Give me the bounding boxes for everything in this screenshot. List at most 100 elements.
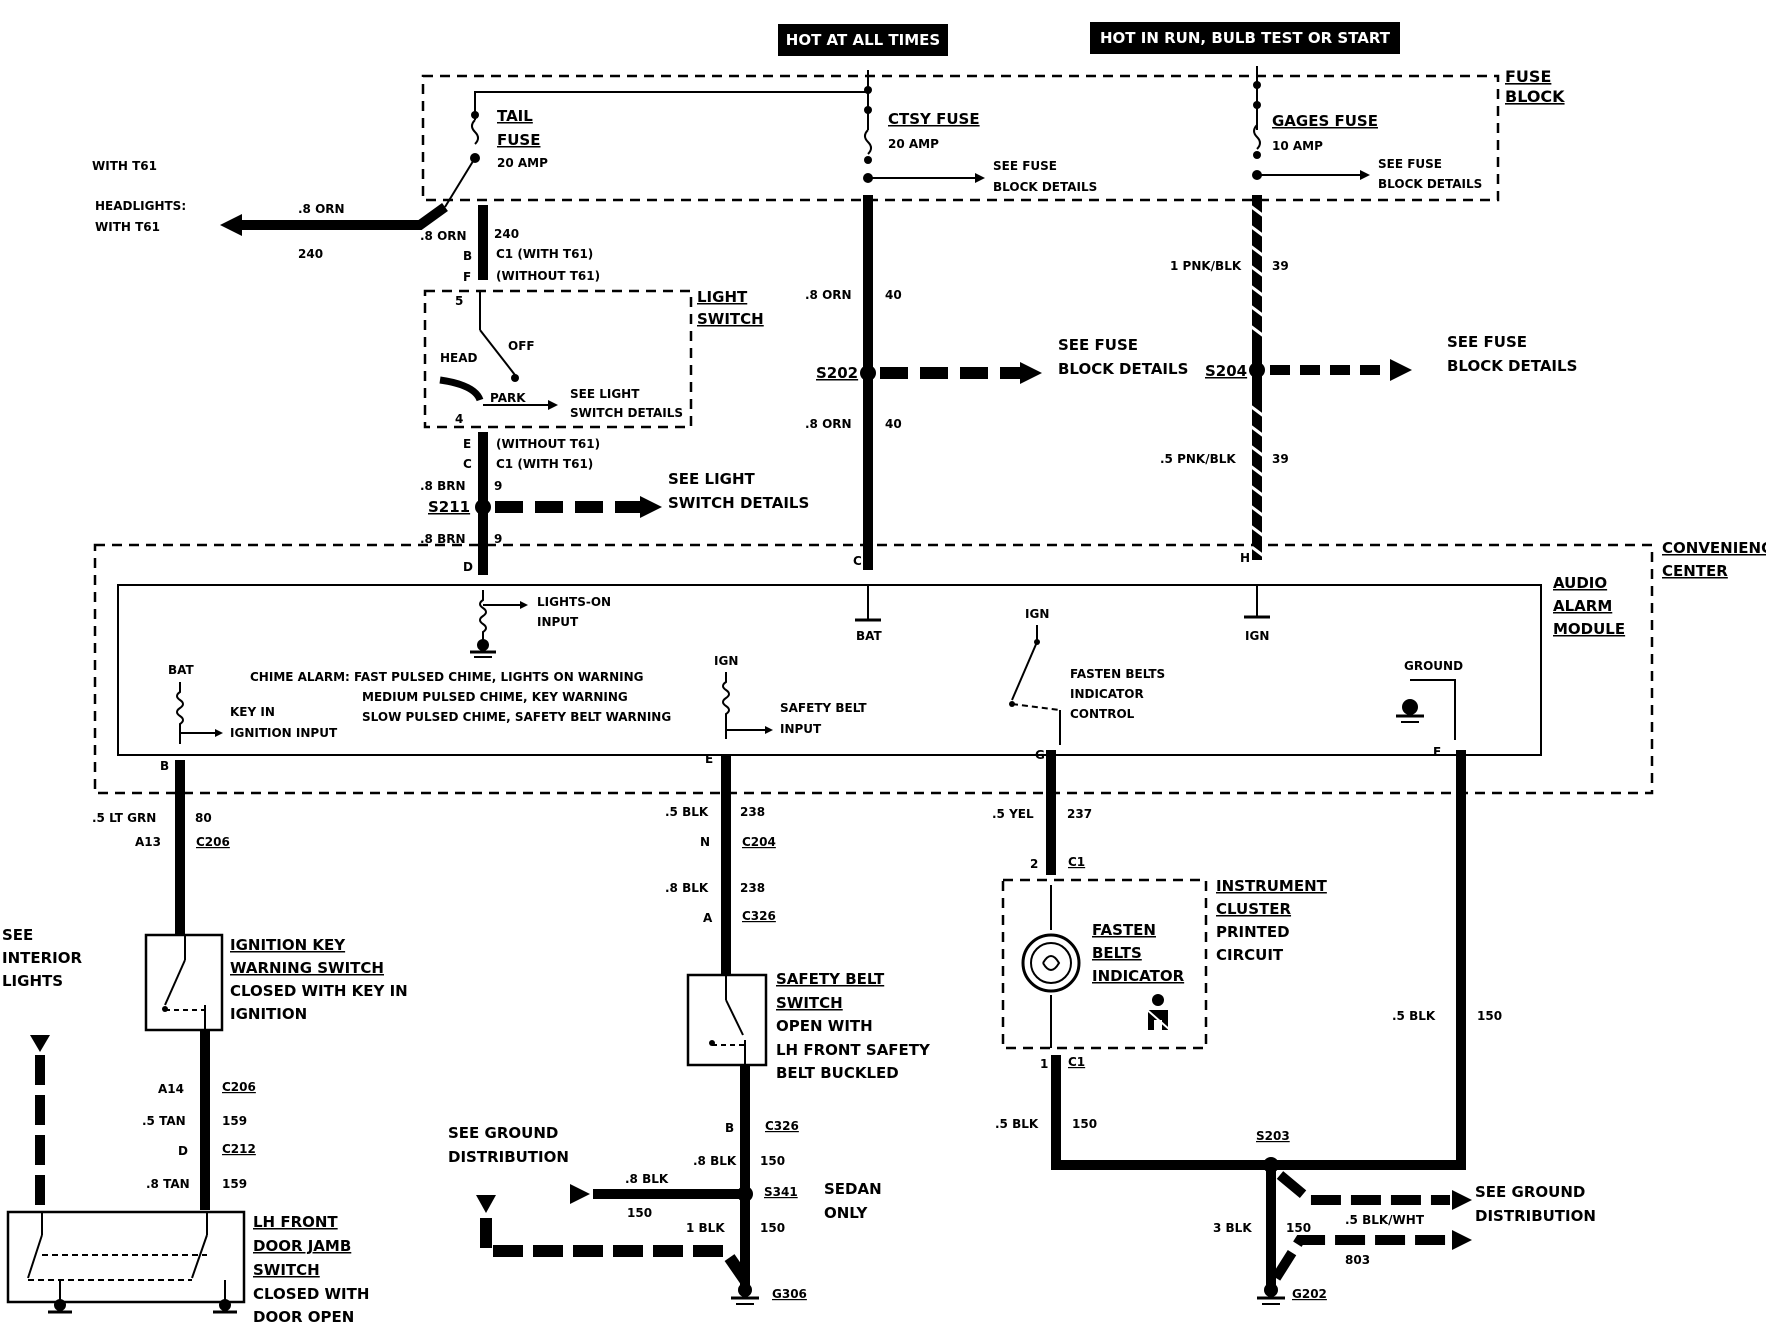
fasten-control-1: FASTEN BELTS	[1070, 667, 1165, 681]
key-in-1: KEY IN	[230, 705, 275, 719]
see-fuse-center-1: SEE FUSE	[1058, 336, 1138, 354]
audio-alarm-1: AUDIO	[1553, 574, 1607, 592]
light-switch-see-1: SEE LIGHT	[570, 387, 640, 401]
door-jamb-3: SWITCH	[253, 1261, 320, 1279]
ltgrn-circuit: 80	[195, 811, 212, 825]
gages-wire-circuit-2: 39	[1272, 452, 1289, 466]
c326b: C326	[765, 1119, 799, 1133]
tan5-color: .5 TAN	[142, 1114, 186, 1128]
safety-belt-input-1: SAFETY BELT	[780, 701, 867, 715]
blk8-color: .8 BLK	[665, 881, 709, 895]
pin-2: 2	[1030, 857, 1038, 871]
gages-fuse-rating: 10 AMP	[1272, 139, 1323, 153]
g202-label: G202	[1292, 1287, 1327, 1301]
gages-wire-circuit: 39	[1272, 259, 1289, 273]
blk5-color: .5 BLK	[665, 805, 709, 819]
c204: C204	[742, 835, 776, 849]
door-jamb-switch-box	[6, 1210, 246, 1304]
fasten-ind-3: INDICATOR	[1092, 967, 1185, 985]
s211-splice	[475, 499, 491, 515]
yel-color: .5 YEL	[992, 807, 1034, 821]
pin-1: 1	[1040, 1057, 1048, 1071]
hot-at-all-times-box	[778, 24, 948, 56]
c150-ground: 150	[1477, 1009, 1502, 1023]
blk5-ground: .5 BLK	[1392, 1009, 1436, 1023]
fuse-block-label-1: FUSE	[1505, 67, 1551, 86]
see-ground-right-1: SEE GROUND	[1475, 1183, 1585, 1201]
light-switch-box	[423, 289, 693, 429]
see-fuse-right-1: SEE FUSE	[1447, 333, 1527, 351]
gages-wire-color-2: .5 PNK/BLK	[1160, 452, 1236, 466]
s204-label: S204	[1205, 362, 1247, 380]
ctsy-wire-circuit: 40	[885, 288, 902, 302]
a13: A13	[135, 835, 161, 849]
ign-label-3: IGN	[1245, 629, 1269, 643]
safety-belt-4: LH FRONT SAFETY	[776, 1041, 931, 1059]
instrument-cluster-2: CLUSTER	[1216, 900, 1291, 918]
door-jamb-4: CLOSED WITH	[253, 1285, 369, 1303]
blk3-color: 3 BLK	[1213, 1221, 1252, 1235]
fasten-control-3: CONTROL	[1070, 707, 1135, 721]
tail-fuse-feed	[474, 91, 868, 120]
see-interior-3: LIGHTS	[2, 972, 63, 990]
pin-4: 4	[455, 412, 463, 426]
fasten-belts-lamp	[1021, 933, 1081, 993]
ign-label: IGN	[714, 654, 738, 668]
c150-cluster: 150	[1072, 1117, 1097, 1131]
pin-f: F	[463, 270, 471, 284]
chime-alarm-3: SLOW PULSED CHIME, SAFETY BELT WARNING	[362, 710, 671, 724]
without-t61-2: (WITHOUT T61)	[496, 437, 600, 451]
headlights-wire-color: .8 ORN	[298, 202, 345, 216]
gages-see-fuse-1: SEE FUSE	[1378, 157, 1442, 171]
see-light-switch-1: SEE LIGHT	[668, 470, 756, 488]
see-ground-left-2: DISTRIBUTION	[448, 1148, 569, 1166]
light-switch-park: PARK	[490, 391, 526, 405]
ctsy-fuse-name: CTSY FUSE	[888, 110, 980, 128]
s204-splice	[1249, 362, 1265, 378]
ground-label: GROUND	[1404, 659, 1463, 673]
see-light-switch-2: SWITCH DETAILS	[668, 494, 809, 512]
tail-wire-color: .8 ORN	[420, 229, 467, 243]
instrument-cluster-box	[1001, 878, 1208, 1050]
ctsy-wire-color: .8 ORN	[805, 288, 852, 302]
headlights-wire-circuit: 240	[298, 247, 323, 261]
blkwht-color: .5 BLK/WHT	[1345, 1213, 1425, 1227]
s202-splice	[860, 365, 876, 381]
light-switch-head: HEAD	[440, 351, 478, 365]
door-jamb-1: LH FRONT	[253, 1213, 338, 1231]
see-fuse-right-2: BLOCK DETAILS	[1447, 357, 1577, 375]
yel-circuit: 237	[1067, 807, 1092, 821]
gages-wire-color: 1 PNK/BLK	[1170, 259, 1242, 273]
pin-e-module: E	[705, 752, 713, 766]
pin-5: 5	[455, 294, 463, 308]
tan8-circuit: 159	[222, 1177, 247, 1191]
headlights-label-2: WITH T61	[95, 220, 160, 234]
pin-d-c212: D	[178, 1144, 188, 1158]
gages-fuse-name: GAGES FUSE	[1272, 112, 1378, 130]
instrument-cluster-3: PRINTED	[1216, 923, 1290, 941]
ctsy-wire-circuit-2: 40	[885, 417, 902, 431]
blk8-s341: .8 BLK	[625, 1172, 669, 1186]
light-switch-label-2: SWITCH	[697, 310, 764, 328]
c150-belt: 150	[760, 1154, 785, 1168]
tail-fuse-icon	[471, 119, 479, 145]
chime-alarm-2: MEDIUM PULSED CHIME, KEY WARNING	[362, 690, 628, 704]
wire-150-loop	[1051, 750, 1466, 1170]
c212: C212	[222, 1142, 256, 1156]
pin-a: A	[703, 911, 713, 925]
chime-alarm-1: CHIME ALARM: FAST PULSED CHIME, LIGHTS O…	[250, 670, 644, 684]
audio-alarm-3: MODULE	[1553, 620, 1625, 638]
light-switch-see-2: SWITCH DETAILS	[570, 406, 683, 420]
ign-label-2: IGN	[1025, 607, 1049, 621]
hot-in-run-box	[1090, 22, 1400, 54]
convenience-center-box	[93, 543, 1654, 795]
pin-n: N	[700, 835, 710, 849]
pin-b-module: B	[160, 759, 169, 773]
blk5-cluster: .5 BLK	[995, 1117, 1039, 1131]
c1-bottom: C1	[1068, 1055, 1085, 1069]
hot-in-run-header: HOT IN RUN, BULB TEST OR START	[1100, 29, 1391, 47]
instrument-cluster-4: CIRCUIT	[1216, 946, 1284, 964]
lights-on-2: INPUT	[537, 615, 579, 629]
c326: C326	[742, 909, 776, 923]
